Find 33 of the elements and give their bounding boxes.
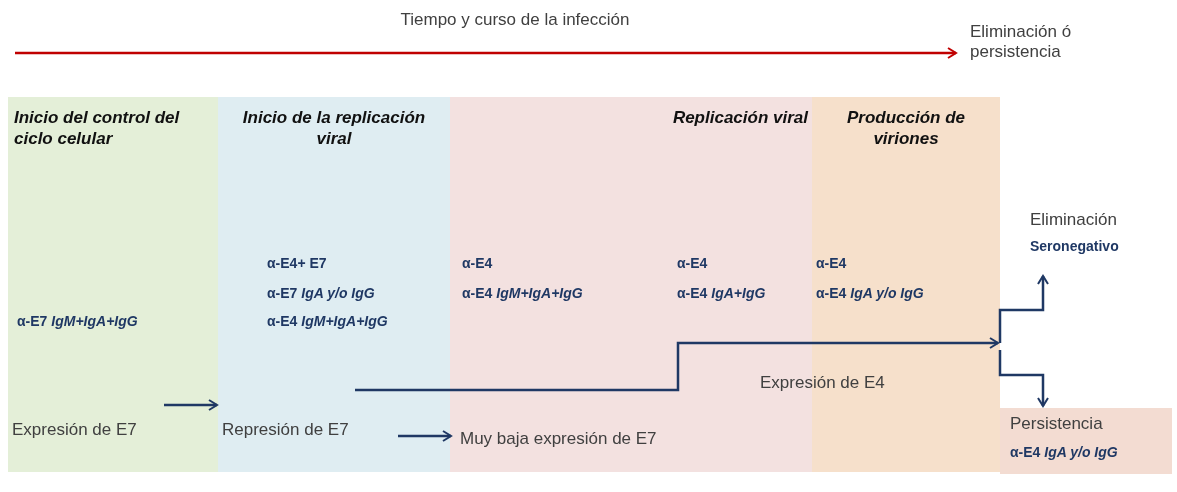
connector-line: [355, 337, 999, 392]
antibody-text: α-E7 IgA y/o IgG: [267, 285, 375, 301]
stage-text: Muy baja expresión de E7: [452, 425, 742, 457]
arrow: [164, 399, 218, 411]
antibody-text: α-E4+ E7: [267, 255, 327, 271]
phase-heading: Inicio de la replicación viral: [241, 107, 427, 149]
arrow: [998, 275, 1049, 343]
arrow: [15, 47, 957, 59]
outcome-title: Persistencia: [1010, 414, 1104, 434]
phase-band: [218, 97, 450, 472]
phase-heading: Producción de viriones: [845, 107, 967, 149]
stage-text: Expresión de E4: [760, 373, 885, 393]
outcome-title: Eliminación: [1030, 210, 1118, 230]
antibody-text: α-E4: [677, 255, 708, 271]
antibody-text: α-E4 IgM+IgA+IgG: [462, 285, 583, 301]
outcome-box: [1000, 408, 1172, 474]
antibody-text: α-E4 IgA y/o IgG: [816, 285, 924, 301]
outcome-text: Eliminación ó persistencia: [970, 22, 1100, 72]
diagram-title: Tiempo y curso de la infección: [399, 10, 631, 30]
phase-heading: Inicio del control del ciclo celular: [14, 107, 181, 149]
antibody-text: α-E4 IgM+IgA+IgG: [267, 313, 388, 329]
antibody-text: α-E4 IgA y/o IgG: [1010, 444, 1119, 460]
stage-text: Represión de E7: [218, 398, 395, 445]
arrow: [398, 430, 452, 442]
arrow: [998, 350, 1049, 407]
serostatus-text: Seronegativo: [1030, 238, 1120, 254]
phase-heading: Replicación viral: [671, 107, 808, 128]
antibody-text: α-E4: [816, 255, 847, 271]
antibody-text: α-E4: [462, 255, 493, 271]
antibody-text: α-E7 IgM+IgA+IgG: [17, 313, 138, 329]
phase-band: [8, 97, 218, 472]
antibody-text: α-E4 IgA+IgG: [677, 285, 766, 301]
stage-text: Expresión de E7: [12, 398, 164, 445]
